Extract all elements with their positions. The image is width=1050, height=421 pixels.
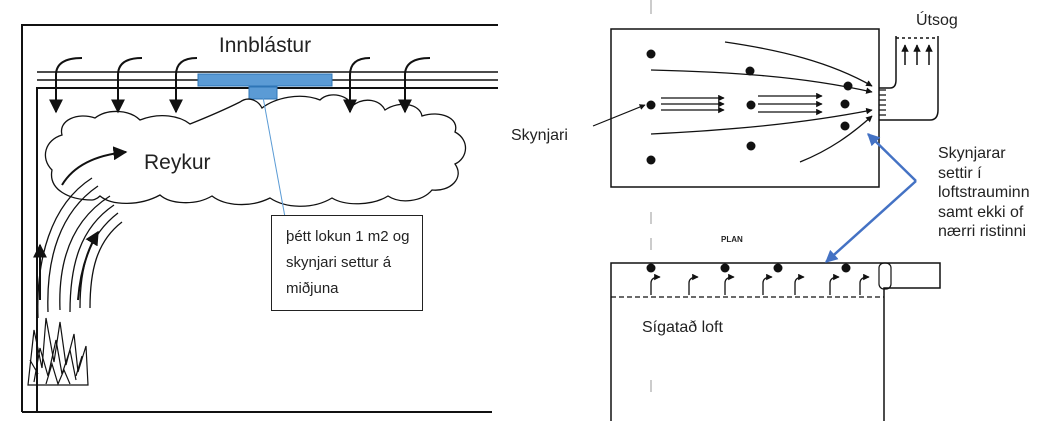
left-room-diagram: Innblástur Reykur: [21, 24, 498, 413]
callout-pointer: [262, 96, 288, 229]
note-pointer-lower: [825, 180, 917, 263]
supply-arrow: [343, 57, 371, 114]
sensors-note-line: samt ekki of: [938, 204, 1024, 221]
lower-exhaust-stub: [878, 262, 892, 290]
fire-icon: [27, 317, 89, 386]
supply-arrow: [111, 57, 143, 114]
sealed-ceiling-panel: [197, 73, 333, 87]
sensor-pointer: [592, 104, 646, 127]
upper-room: [610, 28, 880, 188]
supply-arrow: [398, 57, 431, 114]
smoke-arrow: [61, 146, 128, 186]
exhaust-arrows: [896, 37, 938, 65]
exhaust-duct: [879, 36, 939, 121]
plan-label: PLAN: [721, 235, 743, 244]
plan-sensor-dots: [646, 263, 851, 273]
sensors-note-line: Skynjarar: [938, 145, 1006, 162]
sensor-label: Skynjari: [511, 127, 568, 144]
sensors-note-line: loftstrauminn: [938, 184, 1030, 201]
dropped-ceiling-label: Sígatað loft: [642, 319, 724, 336]
smoke-cloud: [44, 94, 467, 207]
smoke-arrow: [77, 230, 99, 301]
smoke-label: Reykur: [144, 151, 211, 174]
room-inner-wall: [36, 87, 498, 412]
sensors-note-line: settir í: [938, 165, 982, 182]
exhaust-grille: [879, 89, 886, 116]
sensors-note-line: nærri ristinni: [938, 223, 1026, 240]
exhaust-label: Útsog: [916, 10, 958, 29]
supply-air-arrows: [49, 57, 431, 114]
supply-arrow: [169, 57, 198, 114]
sensors-note: Skynjarar settir í loftstrauminn samt ek…: [938, 145, 1030, 240]
supply-air-label: Innblástur: [219, 34, 311, 57]
room-outline: [21, 24, 498, 413]
ceiling-flow-arrows: [650, 273, 870, 295]
sensor-dots: [646, 49, 853, 165]
callout-box: þétt lokun 1 m2 og skynjari settur á mið…: [271, 215, 423, 311]
lower-room: [610, 262, 941, 421]
callout-text: þétt lokun 1 m2 og skynjari settur á mið…: [286, 228, 410, 297]
airflow-lines: [650, 41, 873, 163]
supply-arrow: [49, 57, 83, 114]
right-plan-diagram: Útsog Skynjari PLAN Sígatað loft Skynjar…: [511, 0, 1030, 421]
note-pointer-upper: [867, 133, 917, 182]
